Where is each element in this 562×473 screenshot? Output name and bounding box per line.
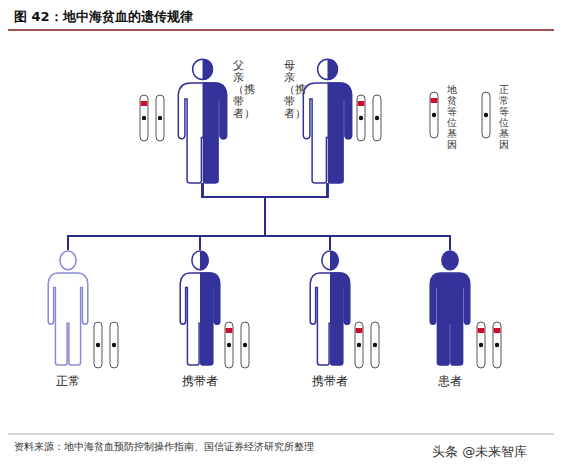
- pedigree-line: [68, 183, 328, 250]
- figure-title: 图 42：地中海贫血的遗传规律: [14, 8, 193, 26]
- chromosome-pair: [94, 322, 118, 368]
- pedigree-line: [203, 183, 451, 250]
- child-figure: 携带者: [308, 250, 353, 390]
- figure-label: 正常: [26, 373, 111, 390]
- pedigree-line: [68, 183, 265, 250]
- child-figure: 患者: [428, 250, 473, 390]
- pedigree-line: [203, 183, 331, 250]
- child-patient-figure: [430, 251, 470, 365]
- figure-label: 携带者: [158, 373, 243, 390]
- vertical-label: 父亲（携带者）: [233, 60, 244, 120]
- legend-sample-chromosome: [430, 92, 438, 138]
- pedigree-line: [200, 183, 265, 250]
- vertical-label: 母亲（携带者）: [284, 60, 295, 120]
- legend-label: 地贫等位基因: [447, 84, 457, 150]
- chromosome-pair: [140, 95, 164, 141]
- chromosome-pair: [355, 322, 379, 368]
- child-carrier-figure: [180, 251, 220, 365]
- child-carrier-figure: [310, 251, 350, 365]
- source-caption: 资料来源：地中海贫血预防控制操作指南、国信证券经济研究所整理: [14, 440, 314, 454]
- child-normal-figure: [48, 251, 88, 365]
- parent-figure: 母亲（携带者）: [300, 58, 355, 183]
- pedigree-line: [200, 183, 328, 250]
- pedigree-line: [265, 183, 330, 250]
- chromosome-pair: [477, 322, 501, 368]
- mother-figure: [303, 59, 351, 183]
- watermark: 头条 @未来智库: [430, 443, 529, 461]
- pedigree-line: [265, 183, 450, 250]
- caption-rule: [8, 434, 554, 435]
- figure-label: 携带者: [288, 373, 373, 390]
- child-figure: 携带者: [178, 250, 223, 390]
- chromosome-pair: [357, 95, 381, 141]
- parent-figure: 父亲（携带者）: [175, 58, 230, 183]
- legend-label: 正常等位基因: [499, 84, 509, 150]
- legend-sample-chromosome: [482, 92, 490, 138]
- title-rule: [8, 29, 554, 31]
- figure-label: 患者: [408, 373, 493, 390]
- father-figure: [178, 59, 226, 183]
- chromosome-pair: [225, 322, 249, 368]
- child-figure: 正常: [46, 250, 91, 390]
